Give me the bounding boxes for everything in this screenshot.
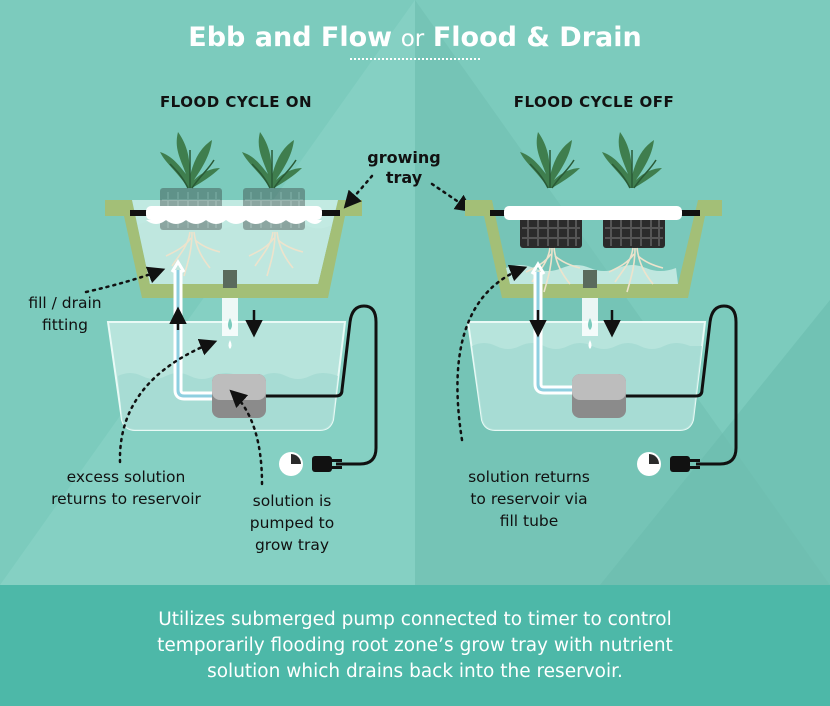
pointer-fill-fitting xyxy=(84,266,166,294)
fill-tube-right xyxy=(530,261,572,395)
power-cable-right xyxy=(626,304,738,466)
heading-flood-on: FLOOD CYCLE ON xyxy=(159,93,313,111)
overflow-fitting-left xyxy=(222,270,238,349)
background-shade-right xyxy=(600,300,830,585)
label-excess-solution: excess solution returns to reservoir xyxy=(51,468,201,508)
pointer-growing-tray-left xyxy=(343,174,374,209)
label-growing-tray: growing tray xyxy=(367,148,441,187)
footer-band: Utilizes submerged pump connected to tim… xyxy=(0,585,830,706)
pump-right xyxy=(572,374,626,418)
title-part-2: Flood & Drain xyxy=(432,22,642,53)
pointer-excess xyxy=(118,339,218,464)
timer-icon-left xyxy=(279,452,303,476)
footer-description: Utilizes submerged pump connected to tim… xyxy=(157,609,673,682)
grow-tray-lid-left xyxy=(146,206,322,220)
heading-flood-off: FLOOD CYCLE OFF xyxy=(513,93,675,111)
power-cable-left xyxy=(266,304,378,466)
pump-left xyxy=(212,374,266,418)
title-part-1: Ebb and Flow xyxy=(188,22,393,53)
label-solution-pumped: solution is pumped to grow tray xyxy=(249,492,335,554)
pointer-returns xyxy=(456,264,528,442)
title-connector: or xyxy=(400,26,425,52)
fill-tube-left xyxy=(170,259,216,401)
timer-icon-right xyxy=(637,452,661,476)
grow-tray-lid-right xyxy=(504,206,682,220)
overflow-fitting-right xyxy=(582,270,598,349)
label-solution-returns: solution returns to reservoir via fill t… xyxy=(468,468,590,530)
pointer-pumped xyxy=(229,389,264,486)
title-underline xyxy=(350,58,480,60)
label-fill-drain-fitting: fill / drain fitting xyxy=(28,294,102,334)
page-title: Ebb and Flow or Flood & Drain xyxy=(0,22,830,53)
